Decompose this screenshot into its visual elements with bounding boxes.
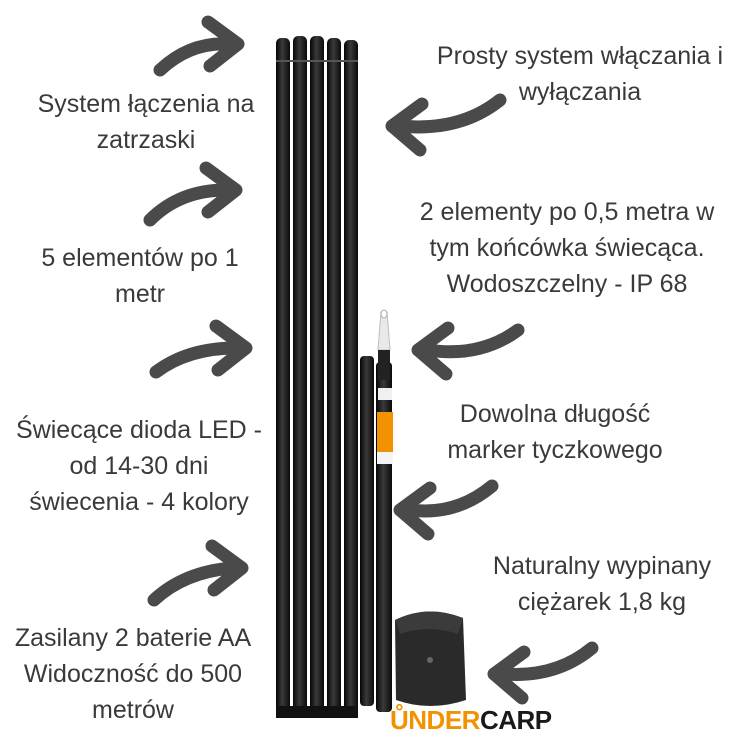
label-line: ciężarek 1,8 kg: [517, 588, 687, 616]
arrow-left-icon: [411, 321, 525, 381]
pole-1: [276, 38, 290, 718]
label-line: Dowolna długość: [459, 400, 651, 428]
label-line: tym końcówka świecąca.: [429, 234, 705, 262]
label-line: Świecące dioda LED -: [16, 416, 262, 444]
label-line: metr: [115, 280, 165, 308]
label-switch: Prosty system włączania i wyłączania: [424, 38, 736, 110]
arrow-left-icon: [385, 93, 507, 157]
short-poles: [360, 309, 393, 712]
label-power: Zasilany 2 baterie AA Widoczność do 500 …: [2, 620, 264, 728]
pole-2: [293, 36, 307, 718]
label-line: Widoczność do 500: [23, 660, 243, 688]
label-line: 5 elementów po 1: [41, 244, 239, 272]
label-line: świecenia - 4 kolory: [29, 488, 249, 516]
arrow-right-icon: [147, 539, 249, 607]
label-length: Dowolna długość marker tyczkowego: [432, 396, 678, 468]
label-line: 2 elementy po 0,5 metra w: [419, 198, 715, 226]
sinker-weight: [395, 611, 466, 706]
arrow-left-icon: [393, 479, 499, 541]
arrow-right-icon: [149, 319, 253, 379]
label-line: Wodoszczelny - IP 68: [446, 270, 688, 298]
logo-nder: NDER: [408, 705, 480, 735]
arrow-left-icon: [487, 641, 599, 705]
short-pole-1: [360, 356, 374, 706]
label-two-elements: 2 elementy po 0,5 metra w tym końcówka ś…: [398, 194, 736, 302]
undercarp-logo: ŮNDERCARP: [390, 705, 552, 736]
label-line: Zasilany 2 baterie AA: [14, 624, 252, 652]
orange-band: [377, 412, 393, 452]
pole-4: [327, 38, 341, 718]
label-line: wyłączania: [518, 78, 642, 106]
arrow-right-icon: [143, 161, 243, 227]
pole-3: [310, 36, 324, 718]
pole-5: [344, 40, 358, 718]
label-line: zatrzaski: [96, 126, 196, 154]
arrow-right-icon: [153, 15, 245, 77]
label-line: Prosty system włączania i: [436, 42, 724, 70]
label-line: marker tyczkowego: [447, 436, 663, 464]
label-line: metrów: [92, 696, 174, 724]
label-five-elements: 5 elementów po 1 metr: [22, 240, 258, 312]
label-line: System łączenia na: [37, 90, 255, 118]
logo-u: Ů: [390, 705, 409, 735]
label-snap-system: System łączenia na zatrzaski: [30, 86, 262, 158]
label-line: Naturalny wypinany: [492, 552, 712, 580]
logo-carp: CARP: [479, 705, 552, 735]
label-weight: Naturalny wypinany ciężarek 1,8 kg: [478, 548, 726, 620]
label-line: od 14-30 dni: [69, 452, 209, 480]
label-led: Świecące dioda LED - od 14-30 dni świece…: [8, 412, 270, 520]
long-poles: [276, 36, 358, 718]
